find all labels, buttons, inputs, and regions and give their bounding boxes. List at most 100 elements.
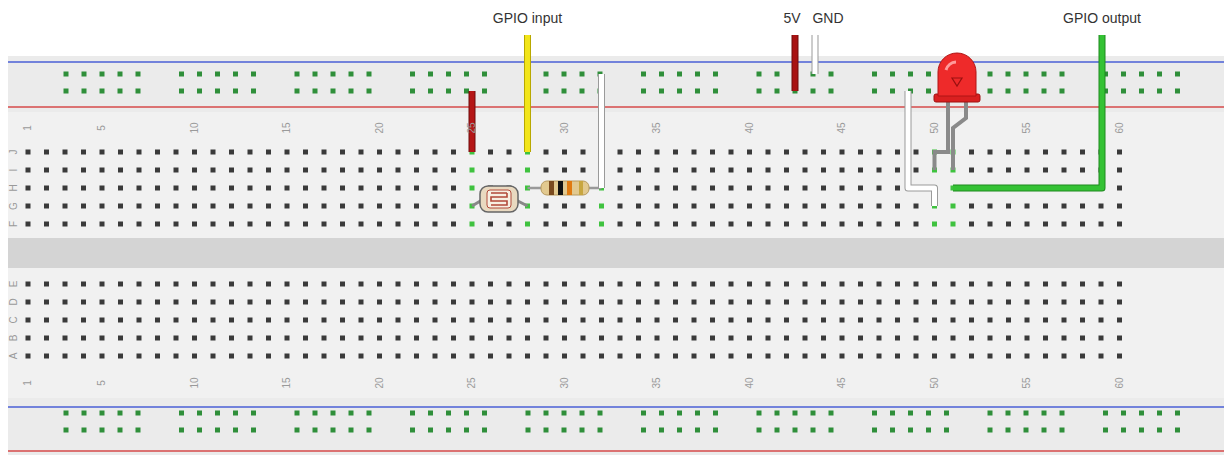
breadboard-hole bbox=[803, 318, 808, 323]
column-number: 15 bbox=[282, 377, 292, 388]
rail-hole bbox=[988, 411, 993, 416]
breadboard-hole bbox=[1025, 222, 1030, 227]
rail-hole bbox=[482, 411, 487, 416]
breadboard-hole bbox=[1080, 354, 1085, 359]
breadboard-hole bbox=[710, 354, 715, 359]
breadboard-hole bbox=[488, 300, 493, 305]
rail-hole bbox=[775, 89, 780, 94]
column-number: 30 bbox=[560, 122, 570, 133]
breadboard-hole bbox=[1025, 168, 1030, 173]
breadboard-hole bbox=[507, 354, 512, 359]
row-letter: H bbox=[9, 184, 19, 191]
rail-hole bbox=[82, 411, 87, 416]
rail-hole bbox=[641, 72, 646, 77]
breadboard-hole bbox=[44, 204, 49, 209]
breadboard-hole bbox=[174, 300, 179, 305]
breadboard-hole bbox=[155, 222, 160, 227]
breadboard-hole bbox=[618, 204, 623, 209]
rail-hole bbox=[811, 89, 816, 94]
breadboard-hole bbox=[174, 186, 179, 191]
breadboard-hole bbox=[488, 282, 493, 287]
breadboard-hole bbox=[1043, 336, 1048, 341]
breadboard-hole bbox=[692, 282, 697, 287]
breadboard-hole bbox=[137, 150, 142, 155]
breadboard-hole bbox=[1006, 318, 1011, 323]
row-letter: A bbox=[9, 353, 19, 360]
breadboard-hole bbox=[1025, 150, 1030, 155]
breadboard-hole bbox=[359, 222, 364, 227]
rail-hole bbox=[1121, 72, 1126, 77]
breadboard-hole bbox=[747, 336, 752, 341]
rail-hole bbox=[713, 72, 718, 77]
rail-hole bbox=[757, 411, 762, 416]
rail-hole bbox=[890, 89, 895, 94]
breadboard-hole bbox=[44, 222, 49, 227]
breadboard-hole bbox=[340, 150, 345, 155]
breadboard-hole bbox=[766, 150, 771, 155]
breadboard-hole bbox=[525, 318, 530, 323]
rail-hole bbox=[197, 72, 202, 77]
breadboard-hole bbox=[155, 282, 160, 287]
column-number: 50 bbox=[930, 377, 940, 388]
rail-hole bbox=[580, 89, 585, 94]
breadboard-hole bbox=[1062, 150, 1067, 155]
column-number: 55 bbox=[1022, 377, 1032, 388]
breadboard-hole bbox=[877, 300, 882, 305]
rail-hole bbox=[118, 72, 123, 77]
column-number: 30 bbox=[560, 377, 570, 388]
breadboard-hole bbox=[1043, 318, 1048, 323]
breadboard-hole bbox=[618, 222, 623, 227]
breadboard-hole bbox=[359, 318, 364, 323]
breadboard-hole bbox=[451, 168, 456, 173]
row-letter: F bbox=[9, 221, 19, 227]
breadboard-hole bbox=[192, 186, 197, 191]
breadboard-hole bbox=[877, 186, 882, 191]
breadboard-hole bbox=[988, 204, 993, 209]
breadboard-hole bbox=[932, 318, 937, 323]
rail-hole bbox=[659, 411, 664, 416]
breadboard-hole bbox=[248, 318, 253, 323]
breadboard-hole bbox=[81, 204, 86, 209]
breadboard-hole bbox=[26, 168, 31, 173]
breadboard-hole bbox=[248, 186, 253, 191]
breadboard-hole bbox=[137, 204, 142, 209]
breadboard-hole bbox=[137, 354, 142, 359]
breadboard-hole bbox=[1062, 222, 1067, 227]
breadboard-hole bbox=[747, 168, 752, 173]
rail-hole bbox=[890, 428, 895, 433]
column-number: 60 bbox=[1115, 377, 1125, 388]
breadboard-hole bbox=[229, 222, 234, 227]
rail-hole bbox=[659, 428, 664, 433]
breadboard-hole bbox=[81, 318, 86, 323]
breadboard-hole bbox=[895, 336, 900, 341]
breadboard-hole bbox=[1043, 282, 1048, 287]
breadboard-hole bbox=[710, 186, 715, 191]
breadboard-hole bbox=[414, 318, 419, 323]
breadboard-hole bbox=[710, 204, 715, 209]
breadboard-hole bbox=[747, 150, 752, 155]
breadboard-hole bbox=[229, 354, 234, 359]
breadboard-hole bbox=[562, 204, 567, 209]
breadboard-hole bbox=[377, 300, 382, 305]
breadboard-hole bbox=[655, 282, 660, 287]
breadboard-hole bbox=[784, 186, 789, 191]
breadboard-hole bbox=[44, 282, 49, 287]
breadboard-hole bbox=[544, 204, 549, 209]
breadboard-hole bbox=[858, 282, 863, 287]
breadboard-hole bbox=[1062, 168, 1067, 173]
breadboard-hole bbox=[1025, 204, 1030, 209]
rail-hole bbox=[526, 428, 531, 433]
rail-hole bbox=[1024, 89, 1029, 94]
rail-hole bbox=[908, 428, 913, 433]
rail-hole bbox=[197, 89, 202, 94]
rail-line-blue bbox=[8, 61, 1224, 63]
row-letter: C bbox=[9, 316, 19, 323]
breadboard-hole bbox=[803, 204, 808, 209]
breadboard-hole bbox=[525, 222, 530, 227]
breadboard-hole bbox=[433, 186, 438, 191]
breadboard-hole bbox=[1006, 300, 1011, 305]
breadboard-hole bbox=[1080, 318, 1085, 323]
breadboard-hole bbox=[118, 186, 123, 191]
rail-hole bbox=[82, 428, 87, 433]
rail-hole bbox=[926, 411, 931, 416]
